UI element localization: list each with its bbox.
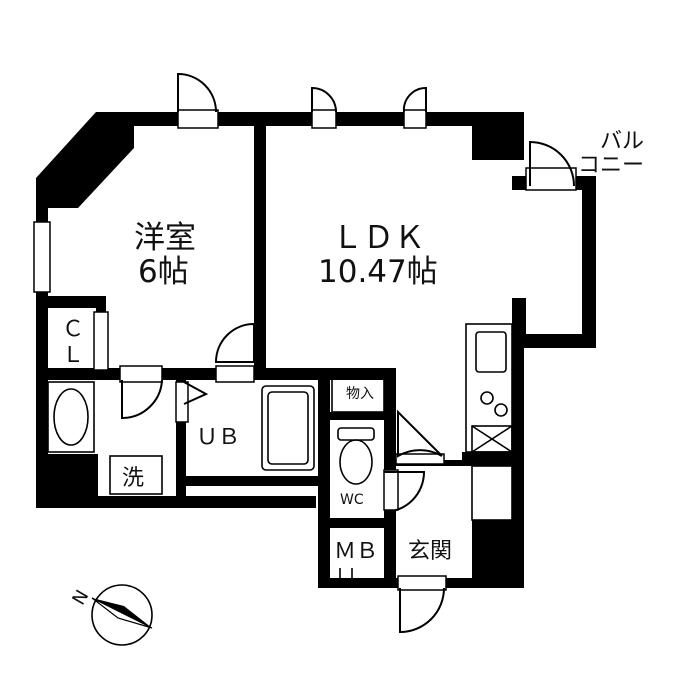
- bathtub: [261, 385, 315, 471]
- fixtures: [47, 323, 513, 588]
- door-swing: [397, 409, 443, 458]
- compass: N: [68, 584, 153, 646]
- door-swing: [214, 322, 255, 363]
- doors: [121, 72, 575, 634]
- toilet-label: WC: [340, 492, 364, 508]
- washbasin-counter: [47, 381, 95, 453]
- unit-bath-label: ＵＢ: [196, 425, 240, 450]
- door-swing: [311, 86, 337, 113]
- ldk-size: 10.47帖: [318, 254, 438, 290]
- storage-label: 物入: [346, 386, 374, 402]
- closet-label-line1: Ｃ: [62, 317, 84, 342]
- closet-label-line2: Ｌ: [62, 343, 84, 368]
- door-swing: [529, 140, 575, 187]
- stove-burner: [480, 391, 494, 405]
- door-swing: [177, 72, 217, 113]
- toilet-bowl: [339, 439, 373, 485]
- door-swing: [402, 86, 427, 113]
- entrance-label: 玄関: [408, 539, 452, 564]
- corner-wall: [36, 112, 134, 208]
- washer-label: 洗: [122, 466, 144, 491]
- western-room-size: 6帖: [138, 254, 189, 290]
- western-room-name: 洋室: [134, 220, 196, 256]
- compass-north-label: N: [68, 587, 93, 609]
- door-swing: [399, 587, 445, 634]
- shoe-cabinet: [471, 465, 513, 521]
- washbasin-bowl: [53, 388, 89, 446]
- ldk-name: ＬＤＫ: [332, 220, 425, 256]
- door-swing: [183, 381, 209, 405]
- openings: [33, 109, 577, 591]
- kitchen-sink: [475, 331, 507, 373]
- storage-box: [331, 371, 385, 413]
- door-swing: [121, 379, 163, 420]
- fridge-space: [471, 425, 513, 453]
- stove-burner: [494, 403, 508, 417]
- balcony-label-line1: バル: [600, 129, 644, 154]
- meter-box-label: ＭＢ: [334, 539, 378, 564]
- kitchen-counter: [465, 323, 513, 453]
- washer-pan: [109, 455, 163, 495]
- toilet-tank: [337, 427, 375, 441]
- compass-ring: [91, 584, 153, 646]
- balcony-label-line2: コニー: [578, 153, 644, 178]
- door-swing: [383, 471, 426, 513]
